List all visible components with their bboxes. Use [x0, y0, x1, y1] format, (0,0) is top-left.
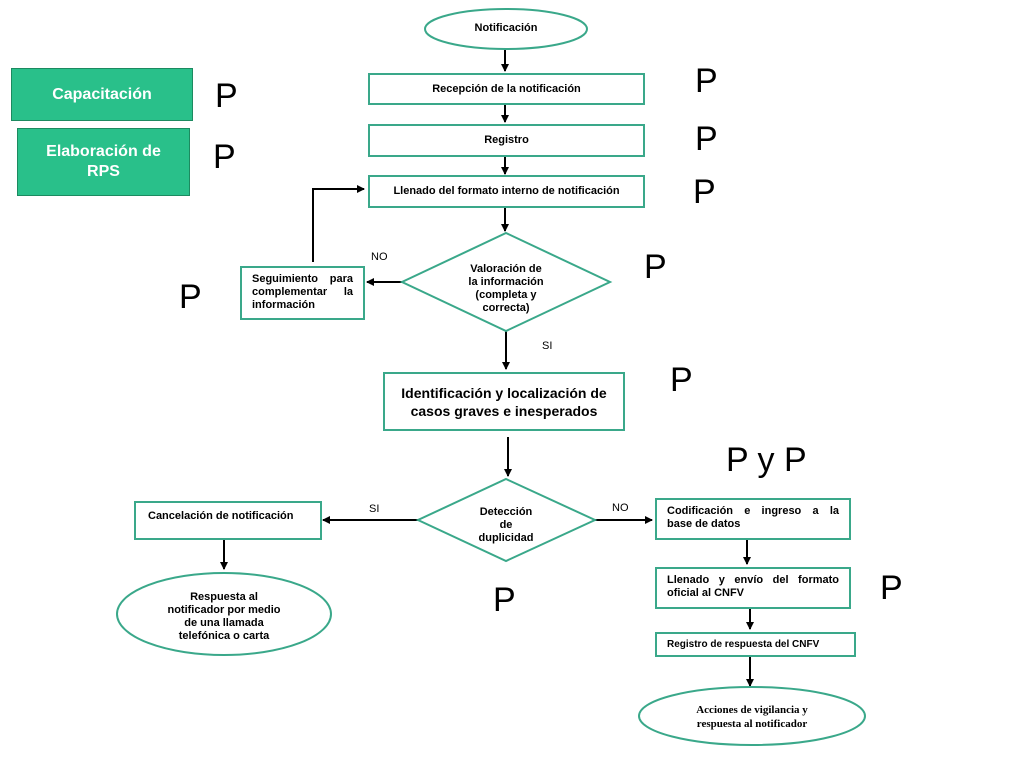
deteccion-line-3: duplicidad — [478, 532, 534, 544]
codificacion-line-2: base de datos — [667, 518, 741, 530]
seguimiento-node: Seguimiento para complementar la informa… — [240, 266, 365, 320]
acciones-line-1: Acciones de vigilancia y — [696, 704, 808, 716]
edge-label-no-deteccion: NO — [612, 502, 629, 514]
llenado-interno-label: Llenado del formato interno de notificac… — [393, 185, 620, 197]
llenado-interno-node: Llenado del formato interno de notificac… — [368, 175, 645, 208]
deteccion-node: Detección de duplicidad — [456, 506, 556, 545]
valoracion-line-2: la información — [468, 276, 544, 288]
deteccion-line-2: de — [499, 519, 513, 531]
p-marker-seguimiento: P — [179, 278, 202, 316]
valoracion-diamond — [399, 231, 613, 333]
p-marker-capacitacion: P — [215, 77, 238, 115]
valoracion-line-4: correcta) — [482, 302, 530, 314]
seguimiento-line-3: información — [252, 299, 315, 311]
valoracion-line-3: (completa y — [475, 289, 537, 301]
p-marker-elaboracion: P — [213, 138, 236, 176]
registro-respuesta-node: Registro de respuesta del CNFV — [655, 632, 856, 657]
deteccion-diamond — [415, 477, 598, 563]
edge-label-si-valoracion: SI — [542, 340, 553, 352]
notificacion-label: Notificación — [474, 22, 538, 34]
respuesta-line-2: notificador por medio — [167, 604, 281, 616]
acciones-ellipse — [638, 686, 866, 746]
identificacion-line-2: casos graves e inesperados — [410, 402, 598, 419]
registro-respuesta-label: Registro de respuesta del CNFV — [667, 639, 820, 650]
cancelacion-label: Cancelación de notificación — [148, 510, 294, 522]
respuesta-notificador-node: Respuesta al notificador por medio de un… — [140, 591, 308, 643]
respuesta-line-4: telefónica o carta — [178, 630, 270, 642]
deteccion-line-1: Detección — [479, 506, 533, 518]
acciones-node: Acciones de vigilancia y respuesta al no… — [660, 703, 844, 731]
notificacion-ellipse — [424, 8, 588, 50]
capacitacion-label: Capacitación — [52, 85, 152, 103]
llenado-envio-node: Llenado y envío del formato oficial al C… — [655, 567, 851, 609]
seguimiento-line-1: Seguimiento para — [252, 273, 353, 285]
registro-label: Registro — [484, 134, 529, 146]
valoracion-node: Valoración de la información (completa y… — [440, 263, 572, 315]
notificacion-node: Notificación — [425, 22, 587, 35]
respuesta-notificador-ellipse — [116, 572, 332, 656]
elaboracion-label-2: RPS — [87, 163, 120, 180]
registro-node: Registro — [368, 124, 645, 157]
p-marker-deteccion: P — [493, 581, 516, 619]
respuesta-line-3: de una llamada — [184, 617, 264, 629]
arrow-seguimiento-llenado — [312, 185, 365, 262]
edge-label-no-valoracion: NO — [371, 251, 388, 263]
seguimiento-line-2: complementar la — [252, 286, 353, 298]
edge-label-si-deteccion: SI — [369, 503, 380, 515]
identificacion-node: Identificación y localización de casos g… — [383, 372, 625, 431]
identificacion-line-1: Identificación y localización de — [401, 384, 607, 401]
p-marker-valoracion: P — [644, 248, 667, 286]
valoracion-line-1: Valoración de — [470, 263, 542, 275]
p-y-p-marker: P y P — [726, 441, 807, 479]
p-marker-identificacion: P — [670, 361, 693, 399]
codificacion-node: Codificación e ingreso a la base de dato… — [655, 498, 851, 540]
llenado-envio-line-1: Llenado y envío del formato — [667, 574, 839, 586]
acciones-line-2: respuesta al notificador — [696, 718, 808, 730]
p-marker-llenado: P — [693, 173, 716, 211]
codificacion-line-1: Codificación e ingreso a la — [667, 505, 839, 517]
elaboracion-box: Elaboración de RPS — [18, 129, 189, 195]
recepcion-node: Recepción de la notificación — [368, 73, 645, 105]
elaboracion-label-1: Elaboración de — [46, 143, 161, 160]
p-marker-llenado-envio: P — [880, 569, 903, 607]
p-marker-registro: P — [695, 120, 718, 158]
respuesta-line-1: Respuesta al — [190, 591, 258, 603]
capacitacion-box: Capacitación — [12, 69, 192, 120]
llenado-envio-line-2: oficial al CNFV — [667, 587, 745, 599]
cancelacion-node: Cancelación de notificación — [134, 501, 322, 540]
recepcion-label: Recepción de la notificación — [432, 82, 581, 95]
p-marker-recepcion: P — [695, 62, 718, 100]
